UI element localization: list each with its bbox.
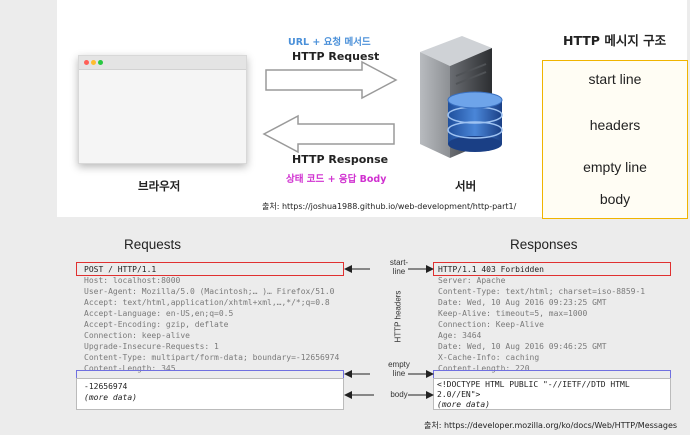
request-headers: Host: localhost:8000 User-Agent: Mozilla… <box>84 275 339 374</box>
requests-title: Requests <box>124 237 182 252</box>
http-headers-label: HTTP headers <box>393 290 403 343</box>
structure-headers: headers <box>542 96 688 155</box>
response-header-line: Content-Type: text/html; charset=iso-885… <box>438 287 646 296</box>
structure-empty-line: empty line <box>542 154 688 180</box>
server-icon <box>420 36 503 158</box>
response-body-more: (more data) <box>437 400 490 409</box>
structure-start-line: start line <box>542 60 688 97</box>
maximize-dot-icon <box>98 60 103 65</box>
request-start-line: POST / HTTP/1.1 <box>84 265 157 274</box>
response-label: HTTP Response <box>292 153 389 166</box>
browser-window-illustration <box>78 55 247 164</box>
response-caption: 상태 코드 + 응답 Body <box>286 174 387 185</box>
response-header-line: Connection: Keep-Alive <box>438 320 544 329</box>
response-header-line: X-Cache-Info: caching <box>438 353 540 362</box>
response-header-line: Content-Length: 220 <box>438 364 530 373</box>
request-header-line: Accept: text/html,application/xhtml+xml,… <box>84 298 330 307</box>
request-header-line: Host: localhost:8000 <box>84 276 181 285</box>
start-line-label: start- line <box>389 258 409 276</box>
request-header-line: Upgrade-Insecure-Requests: 1 <box>84 342 219 351</box>
response-header-line: Date: Wed, 10 Aug 2016 09:23:25 GMT <box>438 298 607 307</box>
response-headers: Server: Apache Content-Type: text/html; … <box>438 275 645 374</box>
browser-label: 브라우저 <box>138 179 181 193</box>
request-header-line: User-Agent: Mozilla/5.0 (Macintosh;… )… … <box>84 287 335 296</box>
request-header-line: Accept-Language: en-US,en;q=0.5 <box>84 309 234 318</box>
response-body-line: <!DOCTYPE HTML PUBLIC "-//IETF//DTD HTML <box>437 380 630 389</box>
body-label: body <box>390 390 408 399</box>
response-header-line: Keep-Alive: timeout=5, max=1000 <box>438 309 588 318</box>
minimize-dot-icon <box>91 60 96 65</box>
structure-body: body <box>542 179 688 219</box>
response-header-line: Server: Apache <box>438 276 506 285</box>
request-header-line: Content-Type: multipart/form-data; bound… <box>84 353 340 362</box>
top-source: 출처: https://joshua1988.github.io/web-dev… <box>262 202 517 211</box>
response-header-line: Age: 3464 <box>438 331 482 340</box>
browser-title-bar <box>79 56 246 70</box>
response-start-line: HTTP/1.1 403 Forbidden <box>438 265 544 274</box>
responses-title: Responses <box>510 237 578 252</box>
server-label: 서버 <box>455 179 477 193</box>
response-body-line: 2.0//EN"> <box>437 390 481 399</box>
response-body-box: <!DOCTYPE HTML PUBLIC "-//IETF//DTD HTML… <box>433 378 671 410</box>
response-header-line: Date: Wed, 10 Aug 2016 09:46:25 GMT <box>438 342 607 351</box>
close-dot-icon <box>84 60 89 65</box>
request-body-more: (more data) <box>84 393 137 402</box>
request-arrow-icon <box>265 60 398 100</box>
request-label: HTTP Request <box>292 50 380 63</box>
middle-arrows <box>344 265 434 399</box>
structure-title: HTTP 메시지 구조 <box>563 33 667 48</box>
request-body-line: -12656974 <box>84 382 128 391</box>
request-header-line: Accept-Encoding: gzip, deflate <box>84 320 229 329</box>
empty-line-label: empty line <box>388 360 410 378</box>
request-start-line-box <box>76 262 344 276</box>
request-body-box: -12656974 (more data) <box>76 378 344 410</box>
request-caption: URL + 요청 메서드 <box>288 37 371 48</box>
request-header-line: Content-Length: 345 <box>84 364 176 373</box>
bottom-source: 출처: https://developer.mozilla.org/ko/doc… <box>424 421 678 430</box>
response-arrow-icon <box>262 114 395 154</box>
request-header-line: Connection: keep-alive <box>84 331 190 340</box>
